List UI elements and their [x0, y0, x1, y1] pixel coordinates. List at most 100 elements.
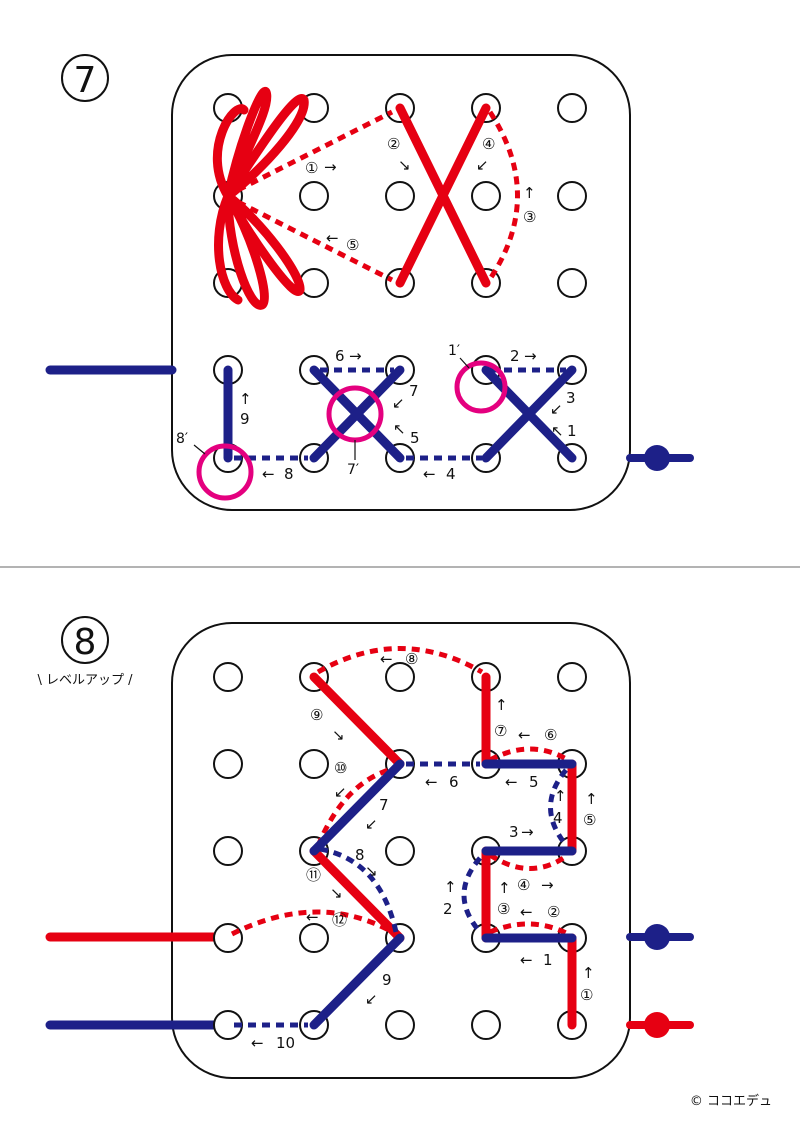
- blue-label-8: 8: [355, 846, 365, 864]
- hole: [557, 181, 587, 211]
- step-7-badge-ring: [61, 54, 109, 102]
- arrow-icon: ←: [518, 726, 531, 744]
- red-dashed-6: [488, 746, 570, 763]
- blue-dashed-4: [548, 768, 568, 847]
- red-line-11: [309, 846, 405, 943]
- blue-label-8: 8: [284, 465, 294, 483]
- blue-dashed-8: [319, 846, 399, 933]
- red-back-stitches-7: [236, 109, 520, 283]
- arrow-icon: →: [349, 347, 362, 365]
- hole: [557, 268, 587, 298]
- blue-label-2: 2: [443, 900, 453, 918]
- red-line-4: [395, 103, 491, 288]
- red-label-2: ②: [387, 135, 400, 153]
- blue-line-9: [309, 933, 405, 1030]
- red-label-6: ⑥: [544, 726, 557, 744]
- blue-label-3: 3: [566, 389, 576, 407]
- blue-label-5: 5: [410, 429, 420, 447]
- red-dashed-5: [236, 199, 394, 283]
- hole: [299, 268, 329, 298]
- arrow-icon: ↖: [551, 422, 564, 440]
- arrow-icon: ←: [262, 465, 275, 483]
- arrow-icon: ↙: [365, 815, 378, 833]
- red-bow-7: [212, 87, 309, 310]
- arrow-icon: →: [541, 876, 554, 894]
- leader-line: [193, 444, 206, 455]
- hole: [471, 181, 501, 211]
- leader-line: [459, 357, 470, 369]
- hole: [385, 1010, 415, 1040]
- red-label-4: ④: [482, 135, 495, 153]
- arrow-icon: ↙: [392, 394, 405, 412]
- hole: [385, 662, 415, 692]
- arrow-icon: ←: [425, 773, 438, 791]
- red-bow-strand: [212, 104, 249, 201]
- blue-label-9: 9: [240, 410, 250, 428]
- arrow-icon: ↑: [582, 964, 595, 982]
- hole: [213, 749, 243, 779]
- arrow-icon: →: [324, 158, 337, 176]
- section-8: 8 \ レベルアップ /: [37, 616, 694, 1079]
- arrow-icon: ←: [423, 465, 436, 483]
- red-knot-8: [644, 1012, 670, 1038]
- red-label-12: ⑫: [332, 911, 347, 929]
- red-label-3: ③: [523, 208, 536, 226]
- red-back-stitches-8: [230, 646, 570, 937]
- copyright-text: © ココエデュ: [690, 1093, 772, 1109]
- hole: [299, 749, 329, 779]
- red-label-7: ⑦: [494, 722, 507, 740]
- arrow-icon: ↑: [239, 390, 252, 408]
- arrow-icon: ↙: [550, 400, 563, 418]
- blue-line-7: [309, 759, 405, 856]
- arrow-icon: →: [524, 347, 537, 365]
- blue-label-5: 5: [529, 773, 539, 791]
- red-bow-strand-2: [214, 191, 243, 305]
- blue-line-7: [309, 365, 405, 463]
- red-dashed-10: [315, 765, 397, 847]
- arrow-icon: ←: [326, 229, 339, 247]
- hole: [557, 662, 587, 692]
- arrow-icon: ←: [505, 773, 518, 791]
- step-8-badge: 8: [74, 622, 97, 663]
- hole: [213, 923, 243, 953]
- blue-label-1: 1: [543, 951, 553, 969]
- red-dashed-1: [236, 109, 394, 193]
- arrow-icon: ↘: [365, 862, 378, 880]
- blue-back-stitches-8: [234, 761, 568, 1028]
- section-7: 7: [45, 54, 694, 511]
- red-bow-loop-top-right: [223, 93, 309, 201]
- highlight-ring-1prime: [454, 360, 508, 414]
- hole: [557, 93, 587, 123]
- red-front-stitches-8: [309, 672, 577, 1030]
- red-dashed-12: [230, 909, 398, 937]
- red-dashed-3: [487, 110, 520, 281]
- blue-dashed-2: [461, 856, 482, 934]
- arrow-icon: →: [521, 823, 534, 841]
- blue-front-stitches-8: [309, 759, 577, 1030]
- red-label-5: ⑤: [583, 811, 596, 829]
- red-line-9: [309, 672, 405, 769]
- red-x-7: [395, 103, 491, 288]
- blue-label-4: 4: [553, 809, 563, 827]
- blue-knot-8: [644, 924, 670, 950]
- red-dashed-8: [316, 646, 484, 675]
- arrow-icon: ↑: [523, 184, 536, 202]
- blue-label-7: 7: [379, 796, 389, 814]
- hole: [471, 1010, 501, 1040]
- red-label-1: ①: [305, 159, 318, 177]
- red-bow-loop-top-left: [223, 87, 272, 201]
- arrow-icon: ↘: [398, 156, 411, 174]
- hole: [213, 662, 243, 692]
- blue-label-10: 10: [276, 1034, 295, 1052]
- red-label-9: ⑨: [310, 706, 323, 724]
- arrow-icon: ↑: [498, 879, 511, 897]
- primed-label-8: 8′: [176, 431, 188, 447]
- arrow-icon: ↙: [334, 783, 347, 801]
- red-label-3: ③: [497, 900, 510, 918]
- arrow-icon: ↑: [444, 878, 457, 896]
- arrow-icon: ←: [251, 1034, 264, 1052]
- blue-label-3: 3: [509, 823, 519, 841]
- hole: [299, 181, 329, 211]
- arrow-icon: ↖: [393, 420, 406, 438]
- hole: [299, 923, 329, 953]
